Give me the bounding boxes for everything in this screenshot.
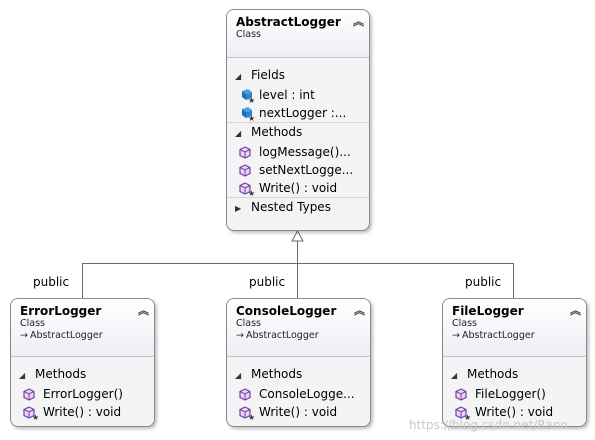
collapse-chevron-icon[interactable]: ︽ bbox=[138, 304, 149, 317]
class-header: ErrorLogger Class →AbstractLogger ︽ bbox=[11, 299, 154, 357]
collapse-chevron-icon[interactable]: ︽ bbox=[570, 304, 581, 317]
inherits-arrow-icon: → bbox=[236, 330, 244, 341]
inheritance-drop-left bbox=[82, 263, 83, 298]
method-cube-icon bbox=[455, 387, 475, 402]
methods-section-header[interactable]: ◢Methods bbox=[227, 365, 370, 385]
field-item[interactable]: ★ level : int bbox=[227, 86, 369, 104]
watermark-text: https://blog.csdn.net/Rano... bbox=[409, 418, 579, 432]
protected-method-icon: ★ bbox=[239, 405, 259, 420]
methods-section-header[interactable]: ◢Methods bbox=[227, 122, 369, 143]
method-item[interactable]: ★ Write() : void bbox=[227, 179, 369, 197]
method-item[interactable]: ★ Write() : void bbox=[443, 403, 586, 421]
protected-method-icon: ★ bbox=[23, 405, 43, 420]
fields-section-header[interactable]: ◢Fields bbox=[227, 66, 369, 86]
inherits-arrow-icon: → bbox=[452, 330, 460, 341]
class-name: ConsoleLogger bbox=[236, 304, 337, 318]
class-header: FileLogger Class →AbstractLogger ︽ bbox=[443, 299, 586, 357]
expanded-triangle-icon: ◢ bbox=[19, 371, 26, 380]
methods-section-header[interactable]: ◢Methods bbox=[443, 365, 586, 385]
expanded-triangle-icon: ◢ bbox=[235, 371, 242, 380]
method-cube-icon bbox=[239, 163, 259, 178]
inheritance-bar bbox=[82, 263, 514, 264]
method-item[interactable]: setNextLogge... bbox=[227, 161, 369, 179]
public-label-right: public bbox=[465, 275, 502, 289]
inheritance-drop-right bbox=[513, 263, 514, 298]
class-stereotype: Class bbox=[236, 29, 261, 40]
class-stereotype: Class bbox=[236, 318, 261, 329]
nested-types-section-header[interactable]: ▶Nested Types bbox=[227, 197, 369, 218]
method-item[interactable]: ★ Write() : void bbox=[227, 403, 370, 421]
svg-text:★: ★ bbox=[248, 413, 255, 420]
base-class: →AbstractLogger bbox=[452, 330, 535, 341]
class-stereotype: Class bbox=[20, 318, 45, 329]
inheritance-drop-center bbox=[297, 263, 298, 298]
collapse-chevron-icon[interactable]: ︽ bbox=[354, 304, 365, 317]
method-cube-icon bbox=[239, 387, 259, 402]
base-class: →AbstractLogger bbox=[20, 330, 103, 341]
field-item[interactable]: ★ nextLogger :... bbox=[227, 104, 369, 122]
method-item[interactable]: ErrorLogger() bbox=[11, 385, 154, 403]
class-header: ConsoleLogger Class →AbstractLogger ︽ bbox=[227, 299, 370, 357]
class-name: FileLogger bbox=[452, 304, 524, 318]
collapsed-triangle-icon: ▶ bbox=[235, 204, 242, 213]
collapse-chevron-icon[interactable]: ︽ bbox=[353, 15, 364, 28]
class-name: ErrorLogger bbox=[20, 304, 102, 318]
svg-text:★: ★ bbox=[32, 413, 39, 420]
expanded-triangle-icon: ◢ bbox=[235, 72, 242, 81]
svg-text:★: ★ bbox=[248, 114, 255, 121]
protected-field-icon: ★ bbox=[239, 88, 259, 103]
svg-text:★: ★ bbox=[464, 413, 471, 420]
error-logger-class[interactable]: ErrorLogger Class →AbstractLogger ︽ ◢Met… bbox=[10, 298, 155, 427]
protected-method-icon: ★ bbox=[455, 405, 475, 420]
public-label-center: public bbox=[249, 275, 286, 289]
method-cube-icon bbox=[23, 387, 43, 402]
public-label-left: public bbox=[33, 275, 70, 289]
inherits-arrow-icon: → bbox=[20, 330, 28, 341]
protected-method-icon: ★ bbox=[239, 181, 259, 196]
svg-text:★: ★ bbox=[248, 96, 255, 103]
protected-field-icon: ★ bbox=[239, 106, 259, 121]
method-cube-icon bbox=[239, 145, 259, 160]
method-item[interactable]: ★ Write() : void bbox=[11, 403, 154, 421]
svg-text:★: ★ bbox=[248, 189, 255, 196]
method-item[interactable]: logMessage()... bbox=[227, 143, 369, 161]
expanded-triangle-icon: ◢ bbox=[451, 371, 458, 380]
file-logger-class[interactable]: FileLogger Class →AbstractLogger ︽ ◢Meth… bbox=[442, 298, 587, 427]
generalization-arrowhead bbox=[291, 230, 304, 242]
class-name: AbstractLogger bbox=[236, 15, 341, 29]
method-item[interactable]: ConsoleLogge... bbox=[227, 385, 370, 403]
methods-section-header[interactable]: ◢Methods bbox=[11, 365, 154, 385]
method-item[interactable]: FileLogger() bbox=[443, 385, 586, 403]
abstract-logger-class[interactable]: AbstractLogger Class ︽ ◢Fields ★ level :… bbox=[226, 9, 370, 231]
inheritance-trunk bbox=[297, 241, 298, 263]
class-stereotype: Class bbox=[452, 318, 477, 329]
expanded-triangle-icon: ◢ bbox=[235, 129, 242, 138]
console-logger-class[interactable]: ConsoleLogger Class →AbstractLogger ︽ ◢M… bbox=[226, 298, 371, 427]
base-class: →AbstractLogger bbox=[236, 330, 319, 341]
class-header: AbstractLogger Class ︽ bbox=[227, 10, 369, 58]
